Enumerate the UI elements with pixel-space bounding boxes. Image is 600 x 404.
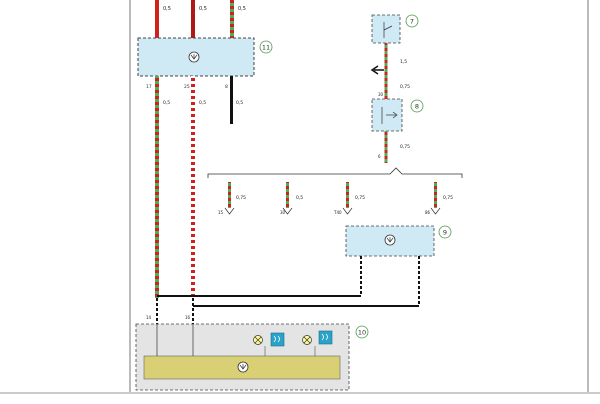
arrow-left-icon [370, 65, 384, 75]
callout-label: 10 [358, 329, 366, 337]
transistor-circle-icon [188, 51, 200, 63]
wire-8-down [384, 131, 388, 163]
callout-7 [405, 14, 419, 28]
group-brace [207, 167, 463, 178]
wire-label: 0,5 [199, 6, 207, 12]
lamp-circle-icon [302, 335, 312, 345]
connector-2 [282, 182, 293, 215]
pin-label: 14 [146, 315, 152, 320]
wire-striped-left [155, 76, 159, 298]
pin-label: 86 [425, 210, 431, 215]
callout-label: 7 [410, 18, 414, 26]
wire-label: 0,75 [400, 84, 410, 90]
wire-striped-right [191, 76, 195, 298]
wire-black-stub [230, 76, 233, 124]
wire-label: 0,5 [163, 6, 171, 12]
wire-top-green [230, 0, 234, 38]
pin-label: 8 [225, 84, 228, 90]
wire-7-8 [384, 43, 388, 99]
pin-label: 15 [218, 210, 224, 215]
wire-label: 0,5 [199, 100, 206, 106]
connector-1 [224, 182, 235, 215]
seat-heater-icon [270, 332, 285, 347]
wire-label: 1,5 [400, 59, 407, 65]
callout-label: 11 [262, 44, 270, 52]
pin-label: T40 [333, 210, 342, 215]
pin-label: 30 [378, 92, 384, 97]
wire-label: 0,75 [400, 144, 410, 150]
wire-label: 0,75 [236, 195, 246, 201]
transistor-circle-icon [384, 234, 396, 246]
switch-icon [383, 22, 393, 38]
wire-label: 0,5 [296, 195, 303, 201]
callout-9 [438, 225, 452, 239]
pin-label: 16 [185, 315, 191, 320]
wire-top-red-1 [155, 0, 159, 38]
seat-heater-icon [318, 330, 333, 345]
pin-label: 25 [184, 84, 190, 90]
pin-label: 17 [146, 84, 152, 90]
callout-label: 9 [443, 229, 447, 237]
wire-label: 0,5 [238, 6, 246, 12]
connector-3 [342, 182, 353, 215]
transistor-circle-icon [237, 361, 249, 373]
callout-11 [259, 40, 273, 54]
wire-label: 0,75 [443, 195, 453, 201]
callout-10 [355, 325, 369, 339]
pin-label: 6 [378, 154, 381, 159]
connector-4 [430, 182, 441, 215]
wire-label: 0,5 [163, 100, 170, 106]
pin-label: 30 [280, 210, 286, 215]
callout-8 [410, 99, 424, 113]
relay-icon [381, 107, 398, 124]
wire-label: 0,5 [236, 100, 243, 106]
callout-label: 8 [415, 103, 419, 111]
wire-top-red-2 [191, 0, 195, 38]
lamp-circle-icon [253, 335, 263, 345]
wire-label: 0,75 [355, 195, 365, 201]
